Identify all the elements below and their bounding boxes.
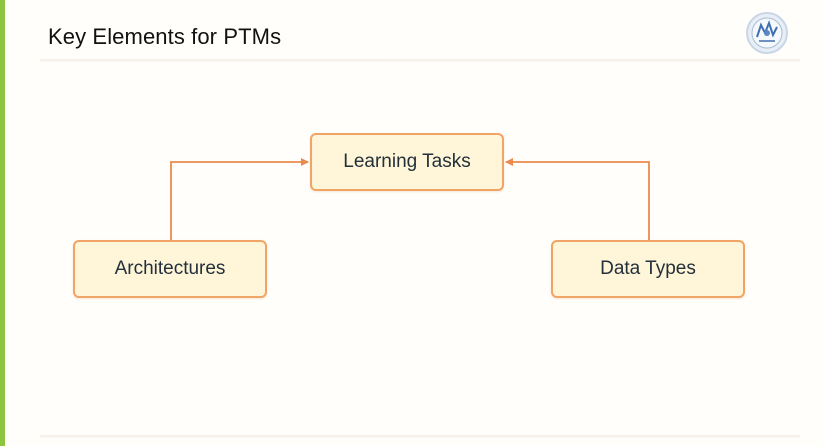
node-data-types: Data Types [551, 240, 745, 298]
arrow-architectures-to-learning-tasks [170, 158, 309, 240]
arrow-data-types-to-learning-tasks [505, 158, 650, 240]
left-accent-bar [0, 0, 5, 446]
title-divider [40, 59, 800, 62]
bottom-divider [40, 435, 800, 438]
university-seal-icon [745, 11, 789, 55]
node-architectures: Architectures [73, 240, 267, 298]
node-learning-tasks: Learning Tasks [310, 133, 504, 191]
slide-title: Key Elements for PTMs [48, 24, 282, 49]
